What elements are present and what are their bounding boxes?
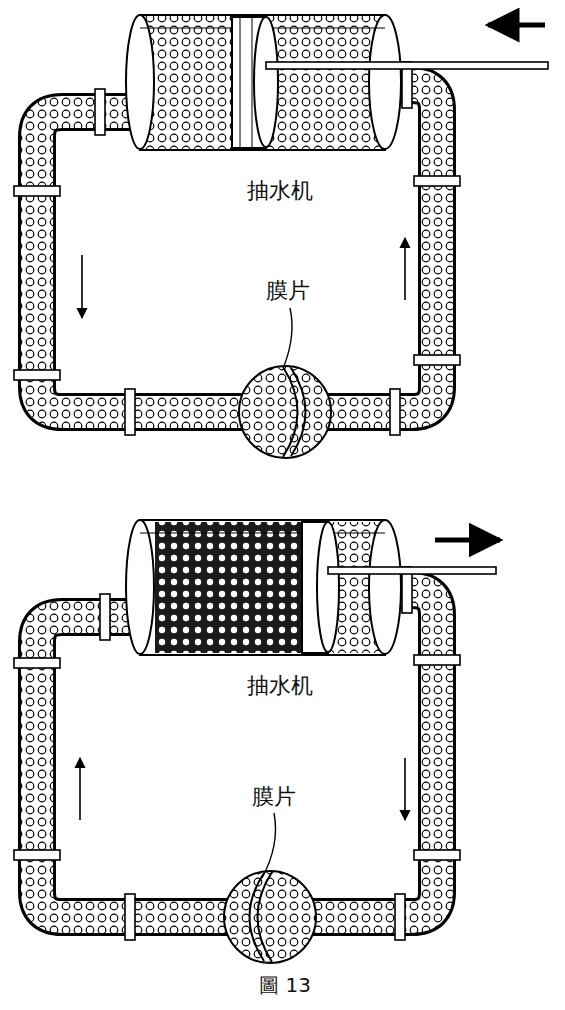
pump-label: 抽水机 bbox=[247, 674, 313, 698]
pump-label: 抽水机 bbox=[247, 179, 313, 203]
top-figure bbox=[14, 15, 548, 458]
membrane-label: 膜片 bbox=[266, 279, 310, 303]
bottom-figure bbox=[14, 520, 500, 963]
membrane-label: 膜片 bbox=[252, 785, 296, 809]
figure-caption: 圖 13 bbox=[259, 974, 311, 996]
